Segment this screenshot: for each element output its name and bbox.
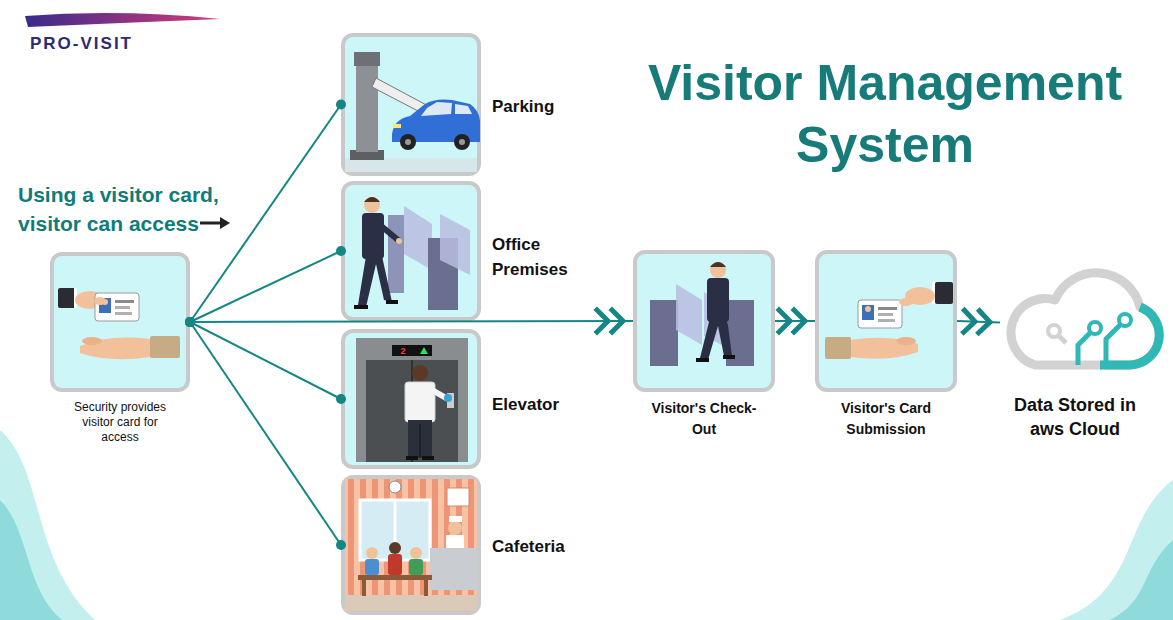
node-label: Office Premises	[492, 232, 612, 282]
corner-wave	[1060, 480, 1173, 620]
circuit-trace	[1078, 331, 1092, 365]
branch-line	[190, 105, 341, 323]
floor-indicator: 2	[396, 345, 410, 357]
corner-wave	[0, 430, 95, 620]
logo-swoosh	[25, 13, 220, 27]
node-label: Visitor's Check-Out	[649, 398, 759, 440]
process-box: Visitor's Check-Out	[633, 250, 775, 392]
node-label: Cafeteria	[492, 534, 612, 559]
pointer-arrow	[220, 217, 230, 229]
diagram-title: Visitor Management System	[612, 52, 1158, 176]
intro-note: Using a visitor card, visitor can access	[18, 180, 233, 238]
cloud-outline	[1000, 265, 1170, 380]
cloud-accent	[1100, 307, 1159, 365]
circuit-trace	[1106, 323, 1122, 365]
pointer-arrow	[200, 222, 222, 225]
node-label: Data Stored in aws Cloud	[1000, 393, 1150, 441]
flow-arrow	[957, 321, 1000, 323]
access-box: Elevator	[341, 329, 481, 469]
branch-line	[190, 322, 341, 399]
node-label: Visitor's Card Submission	[815, 398, 957, 440]
branch-line	[190, 251, 341, 322]
corner-wave	[0, 430, 1173, 620]
circuit-node	[1048, 325, 1060, 337]
flow-arrow	[775, 320, 815, 322]
pointer-arrow	[200, 217, 230, 229]
circuit-node	[1119, 314, 1131, 326]
corner-wave	[1110, 540, 1173, 620]
circuit-node	[1089, 322, 1101, 334]
access-box: Office Premises	[341, 181, 481, 321]
node-label: Elevator	[492, 392, 612, 417]
brand-logo: PRO-VISIT	[30, 34, 230, 54]
process-box: Visitor's Card Submission	[815, 250, 957, 392]
logo-swoosh	[25, 13, 220, 27]
corner-wave	[0, 500, 62, 620]
node-label: Security provides visitor card for acces…	[62, 400, 178, 445]
cloud-outline	[1011, 273, 1159, 365]
access-box: Parking	[341, 33, 481, 176]
handover-box: Security provides visitor card for acces…	[50, 252, 190, 392]
branch-line	[190, 322, 341, 545]
flow-arrow	[190, 321, 633, 322]
node-label: Parking	[492, 94, 612, 119]
access-box: Cafeteria	[341, 475, 481, 615]
cloud-storage: Data Stored in aws Cloud	[1000, 265, 1170, 380]
